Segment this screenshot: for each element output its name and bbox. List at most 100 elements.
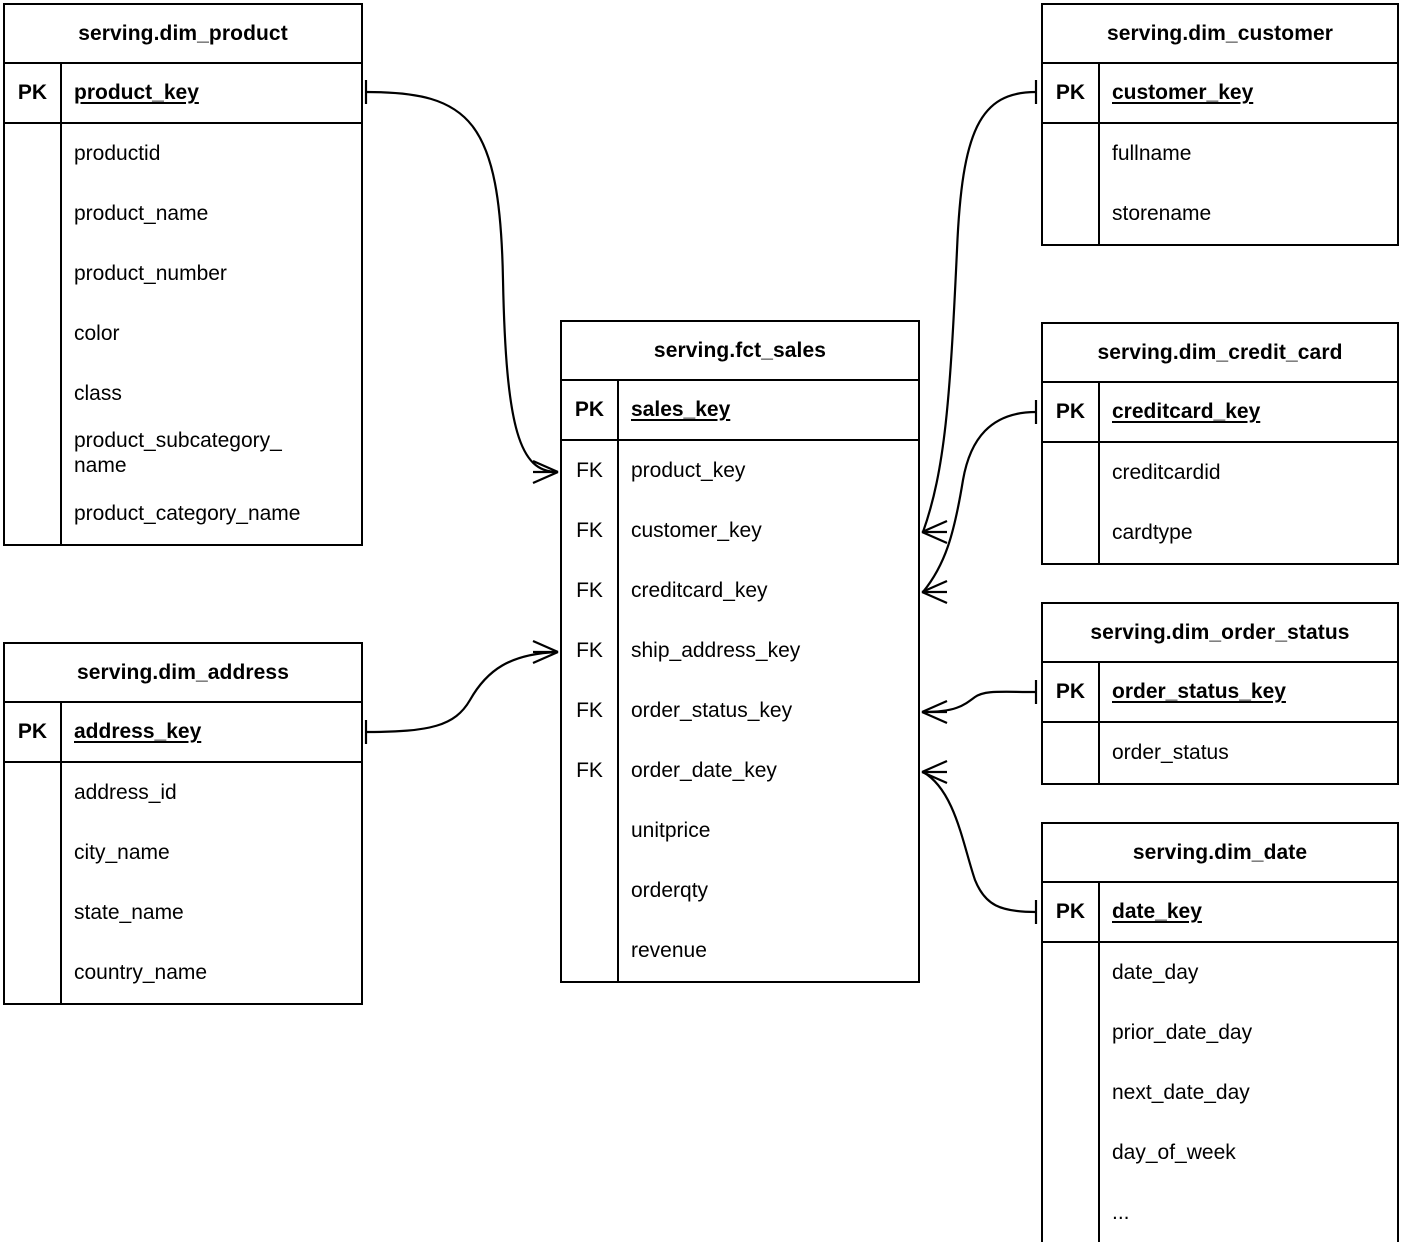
attribute-list: date_day prior_date_day next_date_day da… xyxy=(1043,943,1397,1242)
attribute-key: FK xyxy=(576,759,603,782)
attribute-name: fullname xyxy=(1112,141,1192,165)
entity-dim-date[interactable]: serving.dim_date PK date_key date_day pr… xyxy=(1041,822,1399,1242)
crowsfoot-creditcard xyxy=(921,579,948,605)
attribute-key xyxy=(5,883,60,943)
pk-key-label: PK xyxy=(1043,663,1100,721)
attribute-key xyxy=(1043,1183,1098,1242)
relationship-line-customer xyxy=(921,80,1038,545)
attribute-name: ship_address_key xyxy=(631,638,801,662)
attribute-key xyxy=(5,823,60,883)
entity-title: serving.dim_customer xyxy=(1043,5,1397,64)
pk-name: customer_key xyxy=(1100,64,1397,122)
attribute-name: storename xyxy=(1112,201,1212,225)
attribute-key: FK xyxy=(576,699,603,722)
attribute-key-column xyxy=(1043,124,1100,244)
attribute-name: color xyxy=(74,321,120,345)
crowsfoot-address xyxy=(532,639,559,665)
attribute-name: creditcard_key xyxy=(631,578,768,602)
attribute-name-column: productid product_name product_number co… xyxy=(62,124,361,544)
attribute-list: creditcardid cardtype xyxy=(1043,443,1397,563)
relationship-line-creditcard xyxy=(921,400,1038,605)
attribute-name: order_date_key xyxy=(631,758,777,782)
attribute-name-column: date_day prior_date_day next_date_day da… xyxy=(1100,943,1397,1242)
pk-name-text: customer_key xyxy=(1112,81,1254,104)
entity-title: serving.fct_sales xyxy=(562,322,918,381)
pk-name: product_key xyxy=(62,64,361,122)
attribute-key-column xyxy=(5,763,62,1003)
attribute-list: order_status xyxy=(1043,723,1397,783)
attribute-name: ... xyxy=(1112,1200,1130,1224)
attribute-name: productid xyxy=(74,141,161,165)
attribute-name: day_of_week xyxy=(1112,1140,1236,1164)
attribute-name: product_key xyxy=(631,458,746,482)
attribute-key: FK xyxy=(576,459,603,482)
attribute-key xyxy=(1043,723,1098,783)
attribute-key xyxy=(5,763,60,823)
attribute-key xyxy=(1043,1003,1098,1063)
attribute-name-column: order_status xyxy=(1100,723,1397,783)
entity-dim-customer[interactable]: serving.dim_customer PK customer_key ful… xyxy=(1041,3,1399,246)
pk-key-label: PK xyxy=(5,64,62,122)
attribute-list: address_id city_name state_name country_… xyxy=(5,763,361,1003)
entity-fct-sales[interactable]: serving.fct_sales PK sales_key FK FK FK … xyxy=(560,320,920,983)
attribute-key xyxy=(5,424,60,484)
attribute-list: FK FK FK FK FK FK product_key customer_k… xyxy=(562,441,918,981)
pk-key-label: PK xyxy=(1043,64,1100,122)
attribute-name: next_date_day xyxy=(1112,1080,1250,1104)
attribute-name: product_number xyxy=(74,261,227,285)
attribute-list: productid product_name product_number co… xyxy=(5,124,361,544)
attribute-name: product_category_name xyxy=(74,501,301,525)
pk-row[interactable]: PK address_key xyxy=(5,703,361,763)
pk-row[interactable]: PK order_status_key xyxy=(1043,663,1397,723)
pk-key-label: PK xyxy=(562,381,619,439)
entity-dim-product[interactable]: serving.dim_product PK product_key produ… xyxy=(3,3,363,546)
pk-row[interactable]: PK creditcard_key xyxy=(1043,383,1397,443)
pk-name: date_key xyxy=(1100,883,1397,941)
attribute-key xyxy=(1043,124,1098,184)
entity-title: serving.dim_date xyxy=(1043,824,1397,883)
relationship-line-order-status xyxy=(921,680,1038,725)
attribute-name-column: fullname storename xyxy=(1100,124,1397,244)
attribute-name: unitprice xyxy=(631,818,711,842)
attribute-key xyxy=(5,124,60,184)
relationship-line-date xyxy=(921,759,1038,924)
attribute-name: order_status xyxy=(1112,740,1229,764)
pk-row[interactable]: PK sales_key xyxy=(562,381,918,441)
attribute-name: country_name xyxy=(74,960,208,984)
attribute-key-column xyxy=(5,124,62,544)
attribute-key xyxy=(5,244,60,304)
pk-key-label: PK xyxy=(1043,883,1100,941)
attribute-key-column xyxy=(1043,943,1100,1242)
attribute-name: cardtype xyxy=(1112,520,1193,544)
attribute-name: class xyxy=(74,381,122,405)
attribute-key xyxy=(1043,443,1098,503)
entity-dim-credit-card[interactable]: serving.dim_credit_card PK creditcard_ke… xyxy=(1041,322,1399,565)
entity-dim-order-status[interactable]: serving.dim_order_status PK order_status… xyxy=(1041,602,1399,785)
attribute-key xyxy=(1043,1063,1098,1123)
attribute-name: product_name xyxy=(74,201,209,225)
attribute-key xyxy=(1043,503,1098,563)
attribute-key xyxy=(5,184,60,244)
pk-name-text: creditcard_key xyxy=(1112,400,1261,423)
pk-row[interactable]: PK customer_key xyxy=(1043,64,1397,124)
attribute-name-column: product_key customer_key creditcard_key … xyxy=(619,441,918,981)
pk-row[interactable]: PK date_key xyxy=(1043,883,1397,943)
attribute-name-column: address_id city_name state_name country_… xyxy=(62,763,361,1003)
attribute-name: creditcardid xyxy=(1112,460,1221,484)
attribute-name: order_status_key xyxy=(631,698,793,722)
attribute-key xyxy=(5,943,60,1003)
attribute-name: city_name xyxy=(74,840,170,864)
attribute-key xyxy=(1043,943,1098,1003)
pk-name: order_status_key xyxy=(1100,663,1397,721)
attribute-key-column xyxy=(1043,443,1100,563)
pk-name: creditcard_key xyxy=(1100,383,1397,441)
entity-title: serving.dim_order_status xyxy=(1043,604,1397,663)
pk-name-text: date_key xyxy=(1112,900,1202,923)
relationship-line-address xyxy=(364,639,559,744)
crowsfoot-order-status xyxy=(921,699,948,725)
entity-dim-address[interactable]: serving.dim_address PK address_key addre… xyxy=(3,642,363,1005)
attribute-key-column: FK FK FK FK FK FK xyxy=(562,441,619,981)
pk-row[interactable]: PK product_key xyxy=(5,64,361,124)
attribute-key: FK xyxy=(576,519,603,542)
